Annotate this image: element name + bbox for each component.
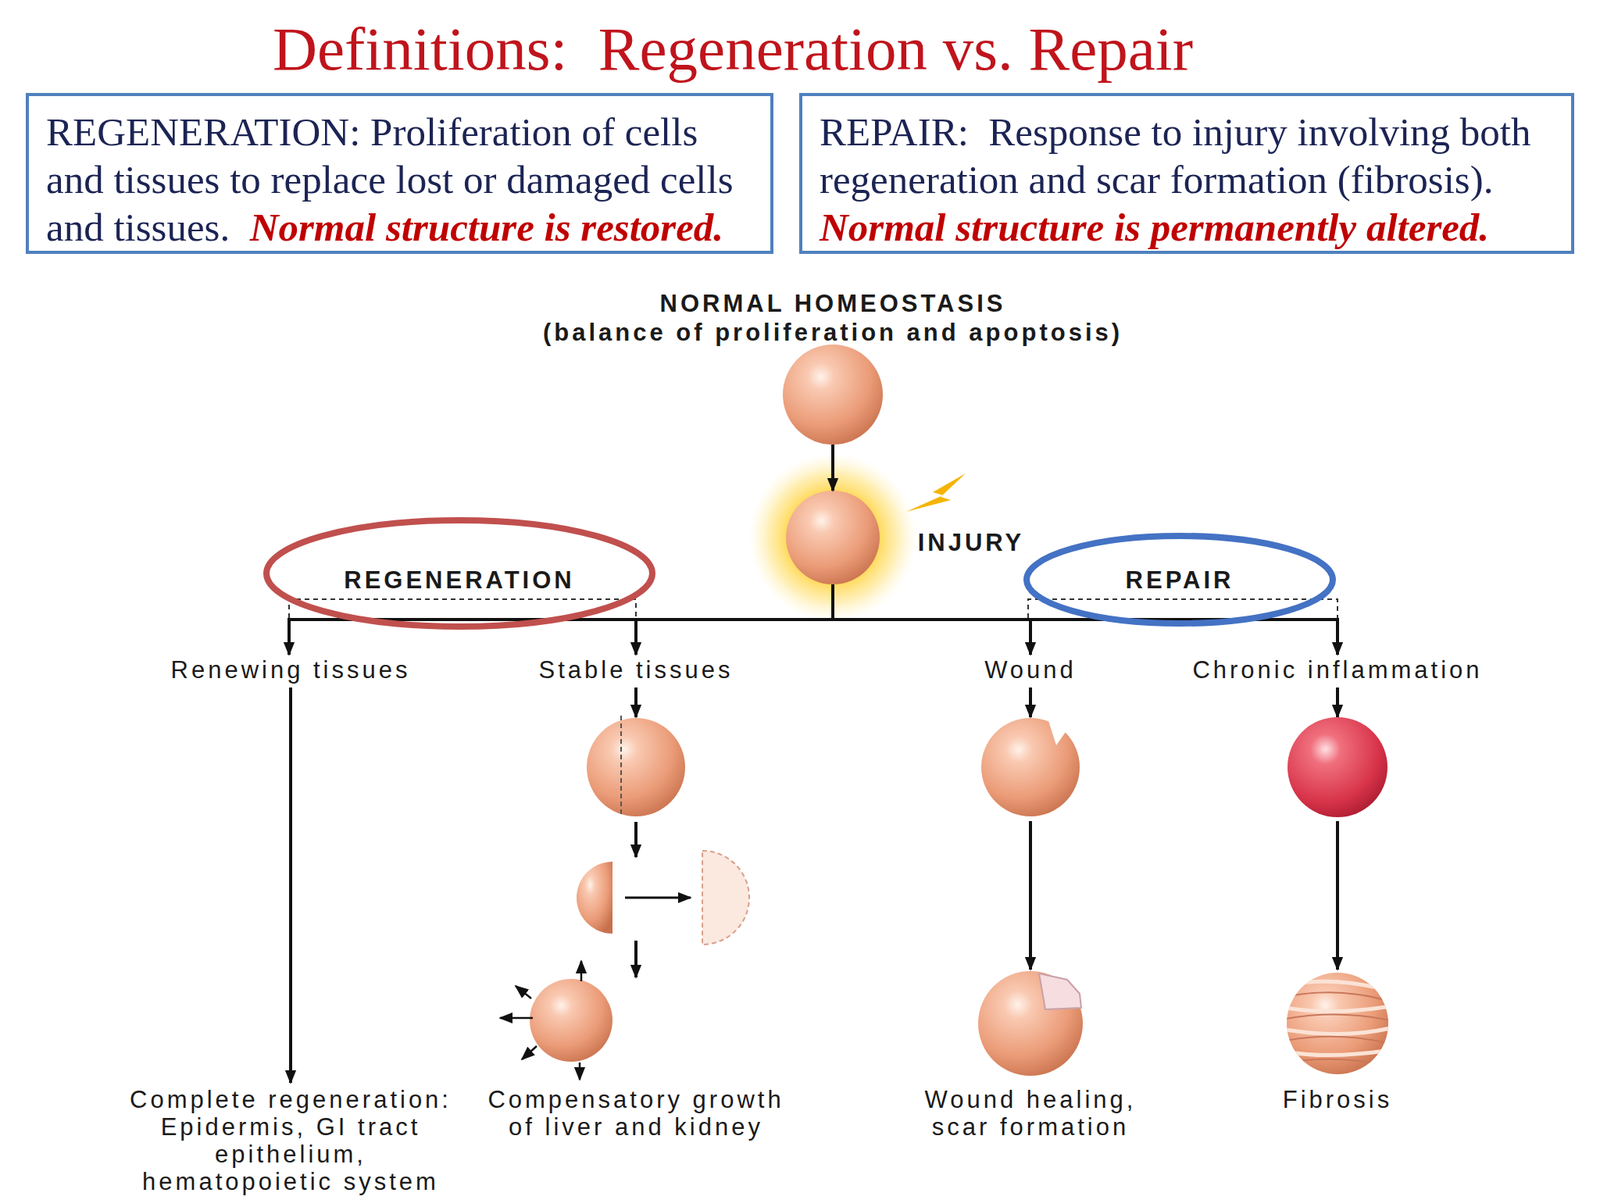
inflammation-sequence xyxy=(1285,1006,1391,1012)
stable-tissue-sequence xyxy=(580,960,583,982)
stable-tissue-sequence xyxy=(634,687,638,718)
inflammation-sequence xyxy=(1285,981,1391,1066)
outcome-label: Complete regeneration: Epidermis, GI tra… xyxy=(122,1085,459,1196)
normal-cell xyxy=(782,344,883,445)
stable-tissue-sequence xyxy=(521,1046,537,1060)
stable-tissue-sequence xyxy=(576,861,613,934)
cell-node: NORMAL HOMEOSTASIS(balance of proliferat… xyxy=(535,289,1130,445)
stable-tissue-sequence xyxy=(625,896,691,900)
subheading: (balance of proliferation and apoptosis) xyxy=(535,317,1130,347)
key-point: Normal structure is permanently altered. xyxy=(819,203,1548,252)
outcome-label: Fibrosis xyxy=(1220,1085,1455,1114)
inflammation-sequence xyxy=(1335,687,1340,718)
inflammation-sequence xyxy=(1285,687,1391,1075)
stable-tissue-sequence xyxy=(529,978,613,1062)
inflammation-sequence xyxy=(1285,1036,1391,1044)
branch-label: Renewing tissues xyxy=(134,656,447,684)
highlight-oval xyxy=(266,520,653,627)
inflammation-sequence xyxy=(1285,981,1391,991)
lightning-bolt xyxy=(906,473,966,512)
stable-tissue-sequence xyxy=(500,1017,533,1020)
definition-box: REPAIR: Response to injury involving bot… xyxy=(799,92,1575,254)
category-heading: REPAIR xyxy=(1125,566,1235,595)
title: Definitions: Regeneration vs. Repair xyxy=(264,14,1202,85)
inflammation-sequence xyxy=(1287,717,1388,818)
wound-sequence xyxy=(1045,707,1093,747)
definition-box: REGENERATION: Proliferation of cells and… xyxy=(25,92,774,254)
injured-cell xyxy=(785,490,880,585)
inflammation-sequence xyxy=(1335,821,1340,970)
oval-text-box: REGENERATION xyxy=(263,517,656,630)
wound-sequence xyxy=(978,687,1093,1076)
branch-tree xyxy=(1335,619,1340,655)
injury-glow xyxy=(748,453,918,622)
stable-tissue-sequence xyxy=(702,850,750,945)
lightning-bolt xyxy=(906,473,966,512)
category-heading: REGENERATION xyxy=(343,566,575,595)
branch-tree xyxy=(287,584,1340,655)
branch-label: Wound xyxy=(913,656,1148,684)
injury-glow xyxy=(748,453,918,622)
wound-sequence xyxy=(978,971,1083,1076)
category-oval: REPAIR xyxy=(1023,532,1336,627)
outcome-label: Compensatory growth of liver and kidney xyxy=(479,1085,793,1141)
inflammation-sequence xyxy=(1285,1059,1391,1066)
inflammation-sequence xyxy=(1285,1014,1391,1021)
stable-tissue-sequence xyxy=(500,687,750,1080)
branch-label: Chronic inflammation xyxy=(1165,656,1510,684)
heading: NORMAL HOMEOSTASIS xyxy=(535,289,1130,318)
oval-text-box: REPAIR xyxy=(1023,532,1336,627)
branch-tree xyxy=(634,619,638,655)
category-oval: REGENERATION xyxy=(263,517,656,630)
stable-tissue-sequence xyxy=(620,715,622,818)
branch-tree xyxy=(1028,619,1033,655)
stable-tissue-sequence xyxy=(500,960,582,1080)
inflammation-sequence xyxy=(1285,1028,1391,1035)
renewing-arrow xyxy=(289,687,293,1083)
branch-tree xyxy=(287,619,291,655)
highlight-oval xyxy=(1026,535,1333,624)
wound-sequence xyxy=(1039,973,1082,1010)
injury-label: INJURY xyxy=(912,528,1030,558)
dashed-bracket xyxy=(289,599,1338,618)
definition-text: REPAIR: Response to injury involving bot… xyxy=(819,110,1541,202)
wound-sequence xyxy=(1028,687,1033,718)
stable-tissue-sequence xyxy=(634,940,638,978)
stable-tissue-sequence xyxy=(586,717,686,817)
key-point: Normal structure is restored. xyxy=(250,205,724,250)
stable-tissue-sequence xyxy=(578,1062,582,1080)
wound-sequence xyxy=(1028,821,1033,970)
cell-node: INJURY xyxy=(629,490,1036,585)
stable-tissue-sequence xyxy=(634,821,638,858)
branch-tree xyxy=(831,584,835,622)
outcome-label: Wound healing, scar formation xyxy=(909,1085,1152,1141)
inflammation-sequence xyxy=(1285,992,1391,1002)
branch-label: Stable tissues xyxy=(479,656,793,684)
inflammation-sequence xyxy=(1285,1050,1391,1056)
flow-arrow xyxy=(831,444,835,491)
heading-group: NORMAL HOMEOSTASIS(balance of proliferat… xyxy=(535,289,1130,347)
stable-tissue-sequence xyxy=(515,985,532,999)
renewing-arrow xyxy=(289,687,293,1083)
